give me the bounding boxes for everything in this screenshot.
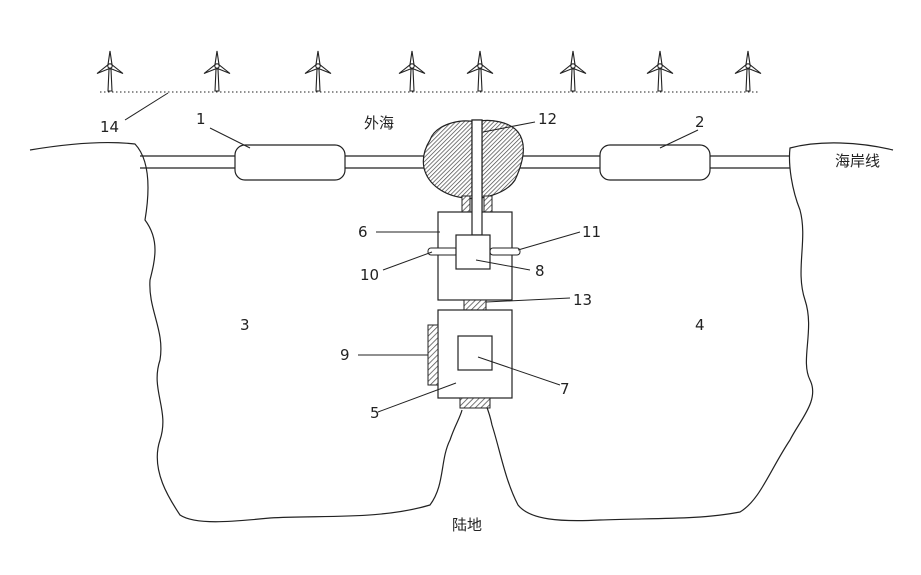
inner-unit-8 (456, 235, 490, 269)
connector-upper-right (484, 196, 492, 213)
label-14: 14 (100, 118, 119, 136)
leader-1 (210, 128, 250, 148)
leader-10 (383, 252, 432, 270)
wind-turbine-icon (305, 51, 331, 91)
side-pipe-left (428, 248, 458, 255)
label-coastline: 海岸线 (835, 152, 880, 170)
connector-bottom (460, 398, 490, 408)
wind-turbine-icon (735, 51, 761, 91)
wind-turbine-icon (399, 51, 425, 91)
wind-turbine-icon (647, 51, 673, 91)
storage-tank-left (235, 145, 345, 180)
storage-tank-right (600, 145, 710, 180)
label-7: 7 (560, 380, 570, 398)
label-1: 1 (196, 110, 206, 128)
label-land: 陆地 (452, 516, 482, 534)
label-9: 9 (340, 346, 350, 364)
label-5: 5 (370, 404, 380, 422)
label-10: 10 (360, 266, 379, 284)
leader-11 (518, 232, 580, 250)
label-8: 8 (535, 262, 545, 280)
label-outer-sea: 外海 (364, 114, 394, 132)
leader-14 (125, 93, 168, 120)
label-11: 11 (582, 223, 601, 241)
side-pipe-right (490, 248, 520, 255)
label-2: 2 (695, 113, 705, 131)
connector-upper-left (462, 196, 470, 213)
wind-turbine-icon (560, 51, 586, 91)
side-panel-9 (428, 325, 438, 385)
label-13: 13 (573, 291, 592, 309)
wind-turbine-icon (204, 51, 230, 91)
inner-unit-7 (458, 336, 492, 370)
label-3: 3 (240, 316, 250, 334)
connector-middle (464, 300, 486, 310)
label-4: 4 (695, 316, 705, 334)
wind-turbines (97, 51, 761, 91)
wind-turbine-icon (467, 51, 493, 91)
coastline-right (486, 143, 893, 521)
wind-turbine-icon (97, 51, 123, 91)
label-6: 6 (358, 223, 368, 241)
label-12: 12 (538, 110, 557, 128)
